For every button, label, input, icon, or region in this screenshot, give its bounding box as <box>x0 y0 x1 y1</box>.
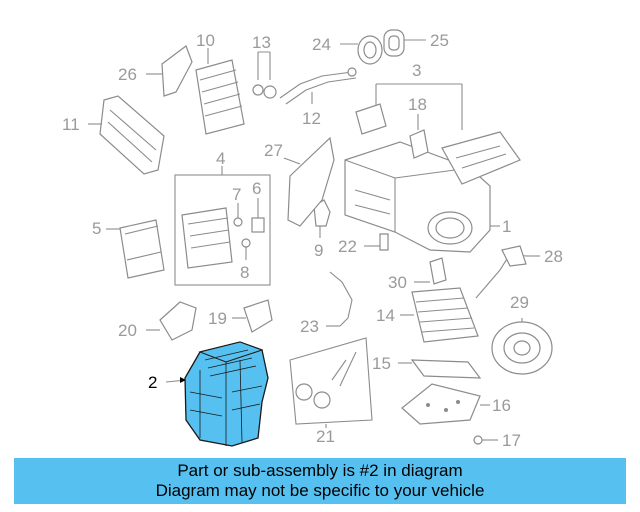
part-21-gear-a <box>295 383 313 401</box>
part-3-actuator-right <box>441 131 521 185</box>
callout-22: 22 <box>338 237 357 256</box>
callout-26: 26 <box>118 65 137 84</box>
callout-9: 9 <box>314 241 323 260</box>
parts-diagram: 1 2 3 4 5 6 7 8 9 10 11 12 13 14 15 16 1… <box>62 29 563 450</box>
callout-25: 25 <box>430 31 449 50</box>
part-13-oring-a <box>252 84 264 96</box>
callout-11: 11 <box>62 115 80 134</box>
part-12-pipe-end <box>347 67 357 77</box>
part-26-bracket <box>161 45 193 97</box>
part-17-screw <box>473 435 483 445</box>
banner-line-2: Diagram may not be specific to your vehi… <box>155 481 485 500</box>
callout-10: 10 <box>196 31 215 50</box>
callout-13: 13 <box>252 33 271 52</box>
callout-4: 4 <box>216 149 225 168</box>
callout-27: 27 <box>264 141 283 160</box>
callout-5: 5 <box>92 219 101 238</box>
part-21-box <box>289 337 373 425</box>
part-5-filter <box>119 219 165 279</box>
part-9-grommet <box>313 199 331 227</box>
callout-1: 1 <box>502 217 511 236</box>
callout-7: 7 <box>232 185 241 204</box>
part-3-actuator-left <box>355 103 387 135</box>
part-16-plate <box>401 383 481 425</box>
part-20-actuator <box>159 301 197 341</box>
part-22-bolt <box>379 233 389 251</box>
callout-19: 19 <box>208 309 227 328</box>
banner-line-1: Part or sub-assembly is #2 in diagram <box>177 461 463 480</box>
part-15-strip <box>410 359 482 379</box>
callout-17: 17 <box>502 431 521 450</box>
callout-29: 29 <box>510 293 529 312</box>
part-11-core <box>99 95 165 175</box>
callout-3: 3 <box>412 61 421 80</box>
callout-21: 21 <box>316 427 335 446</box>
callout-6: 6 <box>252 179 261 198</box>
callout-2: 2 <box>148 373 157 392</box>
part-28-arm <box>501 245 527 267</box>
callout-20: 20 <box>118 321 137 340</box>
part-27-support <box>287 136 335 227</box>
part-18-bracket <box>409 129 429 159</box>
arrow-2 <box>180 377 186 383</box>
part-19-clip <box>243 299 273 333</box>
part-2-housing[interactable] <box>184 341 269 447</box>
callout-30: 30 <box>388 273 407 292</box>
callout-12: 12 <box>302 109 321 128</box>
callout-23: 23 <box>300 317 319 336</box>
part-30-sensor <box>429 257 447 285</box>
part-13-oring-b <box>263 85 277 99</box>
part-6-sensor <box>251 217 265 233</box>
callout-16: 16 <box>492 396 511 415</box>
info-banner: Part or sub-assembly is #2 in diagram Di… <box>14 458 626 504</box>
callout-15: 15 <box>372 354 391 373</box>
part-8-seal <box>241 238 251 248</box>
part-21-gear-b <box>313 391 331 409</box>
part-4-evaporator <box>181 207 233 269</box>
callout-18: 18 <box>408 95 427 114</box>
callout-28: 28 <box>544 247 563 266</box>
part-7-plug <box>233 217 243 227</box>
part-10-heater-core <box>195 59 245 135</box>
part-14-panel <box>411 287 479 343</box>
callout-8: 8 <box>240 263 249 282</box>
callout-24: 24 <box>312 35 331 54</box>
callout-14: 14 <box>376 306 395 325</box>
